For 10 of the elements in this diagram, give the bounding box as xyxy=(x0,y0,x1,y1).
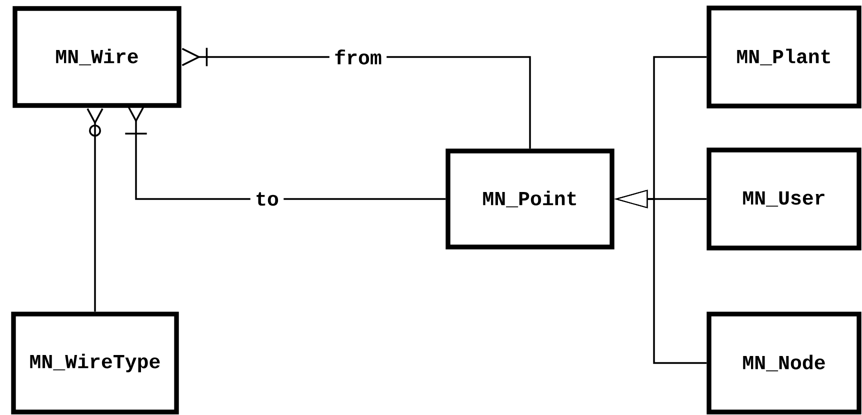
edge-label: to xyxy=(250,188,284,210)
relationship-line xyxy=(86,108,104,312)
edge-label: from xyxy=(329,44,387,70)
entity-box: MN_Plant xyxy=(706,6,862,108)
entity-box: MN_User xyxy=(706,148,862,250)
relationship-line xyxy=(125,106,446,200)
entity-box: MN_Node xyxy=(706,312,862,414)
entity-box: MN_WireType xyxy=(11,312,179,414)
entity-box: MN_Point xyxy=(446,148,614,250)
entity-box: MN_Wire xyxy=(12,6,182,108)
